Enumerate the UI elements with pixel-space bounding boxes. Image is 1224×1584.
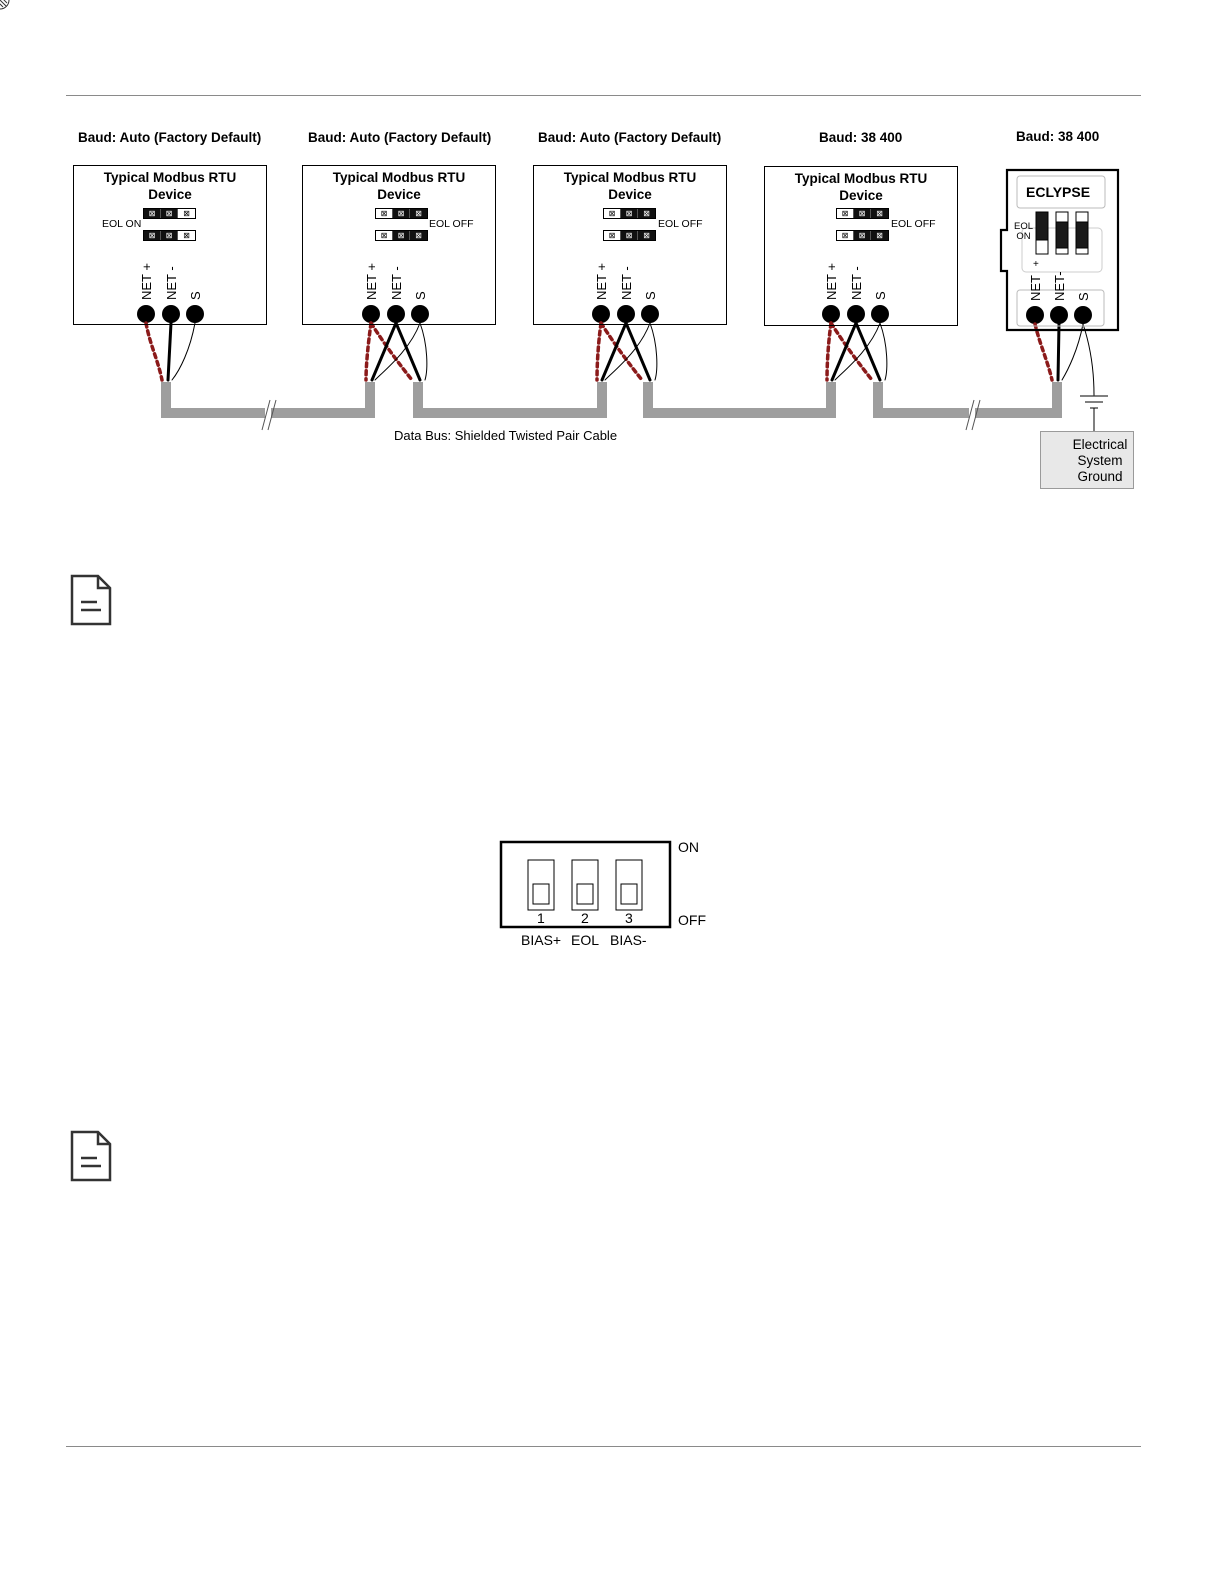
header-rule: [66, 95, 1141, 96]
dip-on-label: ON: [678, 839, 699, 855]
footer-rule: [66, 1446, 1141, 1447]
dip-label-eol: EOL: [571, 932, 600, 948]
screw-terminals: [0, 0, 10, 10]
eol-jumper: ⊠⊠⊠: [143, 208, 196, 219]
eclypse-plus-label: +: [1033, 259, 1039, 270]
terminal-label-net-plus: NET: [1028, 275, 1043, 301]
eol-off-label: EOL OFF: [658, 218, 703, 230]
terminal-label-shield: S: [413, 291, 428, 300]
baud-label: Baud: Auto (Factory Default): [538, 130, 722, 145]
baud-label: Baud: Auto (Factory Default): [308, 130, 492, 145]
dip-switch: [499, 840, 672, 929]
baud-label: Baud: Auto (Factory Default): [78, 130, 262, 145]
cable-break: [261, 399, 981, 431]
note-icon: [70, 574, 112, 626]
terminal-label-net-plus: NET +: [139, 263, 154, 300]
dip-switch-levers: [532, 883, 638, 905]
terminal-label-shield: S: [873, 291, 888, 300]
terminal-label-shield: S: [188, 291, 203, 300]
eclypse-housing: [999, 168, 1120, 332]
baud-label: Baud: 38 400: [819, 130, 903, 145]
eol-on-label: EOL ON: [102, 218, 142, 230]
dip-label-bias-minus: BIAS-: [610, 932, 647, 948]
terminal-label-net-minus: NET -: [164, 266, 179, 300]
eol-jumper: ⊠⊠⊠: [836, 230, 889, 241]
baud-label: Baud: 38 400: [1016, 129, 1100, 144]
eol-jumper: ⊠⊠⊠: [836, 208, 889, 219]
eol-jumper: ⊠⊠⊠: [603, 230, 656, 241]
cable: [161, 382, 1062, 418]
eol-off-label: EOL OFF: [891, 218, 936, 230]
dip-number: 1: [537, 910, 545, 926]
terminal-label-net-plus: NET +: [594, 263, 609, 300]
note-icon: [70, 1130, 112, 1182]
terminal-label-net-minus: NET -: [619, 266, 634, 300]
eol-off-label: EOL OFF: [429, 218, 474, 230]
eol-jumper: ⊠⊠⊠: [375, 208, 428, 219]
dip-label-bias-plus: BIAS+: [521, 932, 562, 948]
terminal-label-net-minus: NET-: [1052, 271, 1067, 301]
bus-label: Data Bus: Shielded Twisted Pair Cable: [394, 428, 618, 443]
terminal-label-net-plus: NET +: [364, 263, 379, 300]
terminal-label-shield: S: [643, 291, 658, 300]
terminal-label-net-plus: NET +: [824, 263, 839, 300]
eclypse-title: ECLYPSE: [1026, 184, 1091, 200]
terminal-label-net-minus: NET -: [849, 266, 864, 300]
dip-number: 3: [625, 910, 633, 926]
eol-jumper: ⊠⊠⊠: [143, 230, 196, 241]
terminal-label-net-minus: NET -: [389, 266, 404, 300]
dip-number: 2: [581, 910, 589, 926]
eclypse-jumpers: [1035, 211, 1089, 255]
terminal-label-shield: S: [1076, 292, 1091, 301]
ground-icon: [1080, 395, 1108, 431]
eol-jumper: ⊠⊠⊠: [603, 208, 656, 219]
dip-off-label: OFF: [678, 912, 706, 928]
eol-jumper: ⊠⊠⊠: [375, 230, 428, 241]
